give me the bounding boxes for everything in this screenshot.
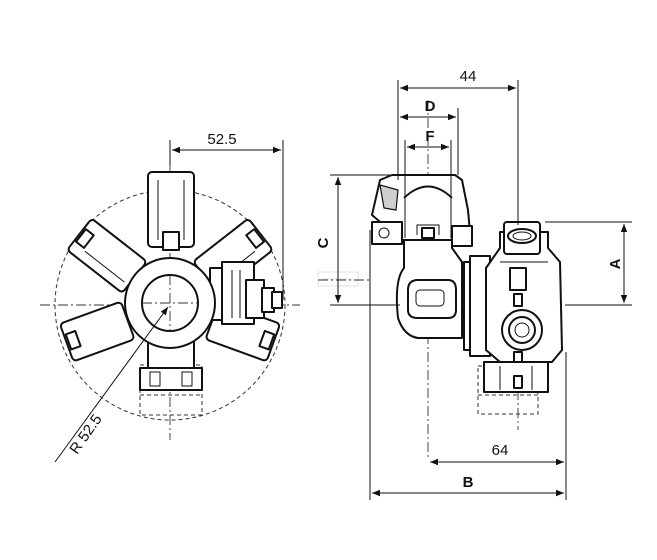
nozzle-top <box>147 171 195 251</box>
label-C: C <box>315 237 332 248</box>
dim-A: A <box>545 221 632 306</box>
clamp-body <box>395 239 463 339</box>
label-52-5: 52.5 <box>207 131 236 148</box>
label-F: F <box>425 128 434 145</box>
top-inlet <box>503 221 541 255</box>
label-64: 64 <box>492 442 509 459</box>
label-B: B <box>463 474 474 491</box>
front-port <box>501 309 543 351</box>
dim-52-5-top: 52.5 <box>169 131 284 300</box>
dim-64: 64 <box>430 352 567 470</box>
label-44: 44 <box>460 68 477 85</box>
label-r-52-5: R 52.5 <box>66 411 105 457</box>
label-D: D <box>425 98 436 115</box>
nozzle-lower-left <box>59 301 135 362</box>
pipe-clamp <box>371 174 473 247</box>
bottom-outlet <box>483 361 549 393</box>
dim-C: C <box>315 174 400 306</box>
dim-D: D <box>400 98 459 175</box>
side-view <box>317 100 563 460</box>
nozzle-upper-left <box>67 219 147 293</box>
label-A: A <box>607 258 624 269</box>
dim-44: 44 <box>397 68 519 225</box>
dim-F: F <box>404 128 452 200</box>
front-view <box>40 145 300 440</box>
side-connector <box>209 261 283 325</box>
dim-B: B <box>369 230 567 500</box>
